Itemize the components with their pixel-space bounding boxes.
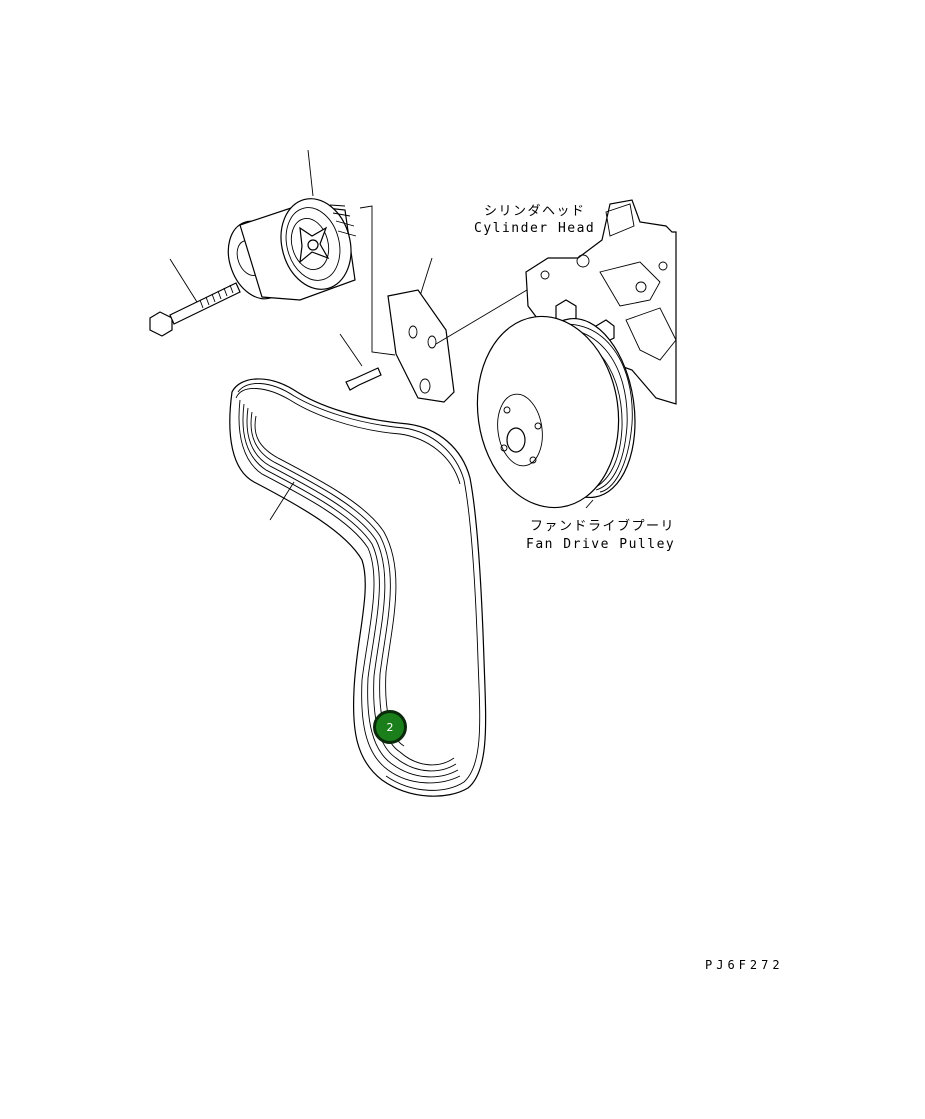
drawing-code: PJ6F272 — [705, 958, 784, 972]
mounting-bracket — [387, 257, 533, 403]
callout-number: 2 — [386, 720, 394, 734]
drive-belt — [229, 378, 487, 797]
belt-tensioner — [227, 149, 396, 356]
cylinder-head-label-en: Cylinder Head — [474, 221, 596, 236]
cylinder-head-label-jp: シリンダヘッド — [484, 204, 586, 219]
fan-pulley-label-jp: ファンドライブプーリ — [530, 519, 676, 534]
fan-pulley-label-en: Fan Drive Pulley — [526, 537, 676, 552]
fan-drive-pulley — [476, 315, 636, 509]
part-callout-2[interactable]: 2 — [373, 710, 407, 744]
flange-bolt — [149, 258, 241, 337]
countersunk-screw — [339, 333, 382, 391]
